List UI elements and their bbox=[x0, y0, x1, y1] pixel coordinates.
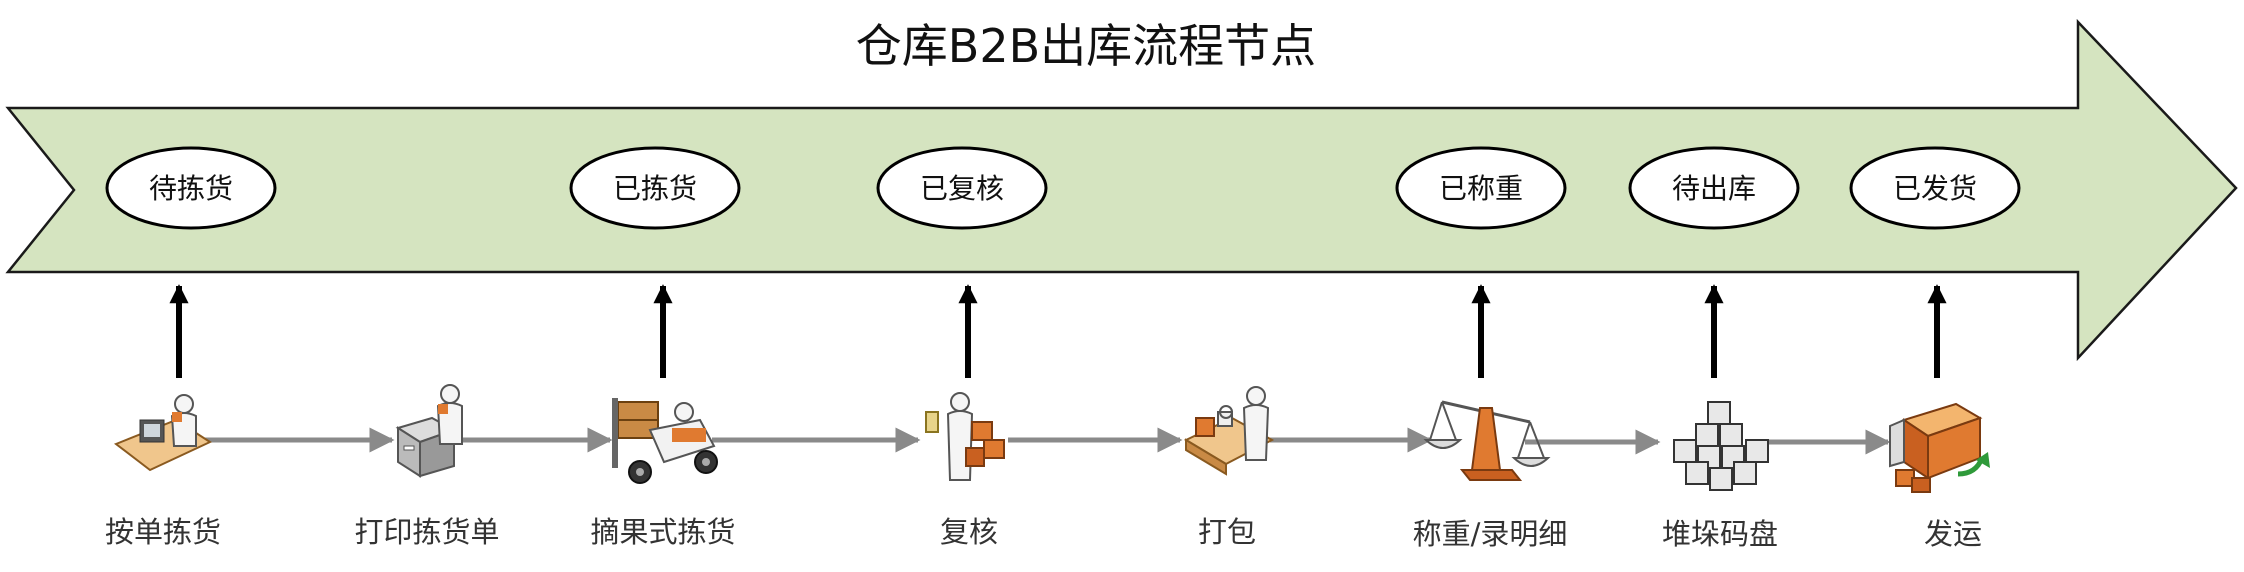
status-label: 待拣货 bbox=[149, 172, 233, 205]
step-label: 称重/录明细 bbox=[1413, 517, 1568, 551]
status-label: 已拣货 bbox=[613, 172, 697, 205]
diagram-title: 仓库B2B出库流程节点 bbox=[856, 19, 1316, 73]
forklift-icon bbox=[612, 398, 718, 484]
step-label: 按单拣货 bbox=[105, 515, 221, 549]
status-node: 待拣货 bbox=[105, 146, 277, 230]
status-label: 已发货 bbox=[1893, 172, 1977, 205]
status-nodes: 待拣货 已拣货 已复核 已称重 待出库 已发货 bbox=[105, 146, 2021, 230]
step-connectors bbox=[205, 427, 1891, 455]
status-node: 已发货 bbox=[1849, 146, 2021, 230]
status-node: 已称重 bbox=[1395, 146, 1567, 230]
step-label: 堆垛码盘 bbox=[1662, 517, 1778, 551]
status-node: 已拣货 bbox=[569, 146, 741, 230]
desk-worker-icon bbox=[113, 394, 213, 472]
step-label: 发运 bbox=[1924, 517, 1982, 551]
step-label: 摘果式拣货 bbox=[590, 515, 735, 549]
truck-icon bbox=[1889, 402, 1990, 493]
scale-icon bbox=[1423, 400, 1551, 481]
step-label: 打包 bbox=[1198, 515, 1256, 549]
checker-boxes-icon bbox=[925, 392, 1005, 481]
step-labels: 按单拣货 打印拣货单 摘果式拣货 复核 打包 称重/录明细 堆垛码盘 发运 bbox=[105, 515, 1982, 551]
status-label: 待出库 bbox=[1672, 172, 1756, 205]
status-node: 已复核 bbox=[876, 146, 1048, 230]
status-pointers bbox=[169, 284, 1947, 378]
status-label: 已称重 bbox=[1439, 172, 1523, 205]
status-node: 待出库 bbox=[1628, 146, 1800, 230]
printer-worker-icon bbox=[395, 384, 463, 478]
stacked-crates-icon bbox=[1673, 401, 1769, 491]
packing-station-icon bbox=[1183, 386, 1275, 476]
step-label: 打印拣货单 bbox=[354, 515, 499, 549]
step-label: 复核 bbox=[940, 515, 998, 549]
process-arrow bbox=[5, 18, 2238, 362]
status-label: 已复核 bbox=[920, 172, 1004, 205]
